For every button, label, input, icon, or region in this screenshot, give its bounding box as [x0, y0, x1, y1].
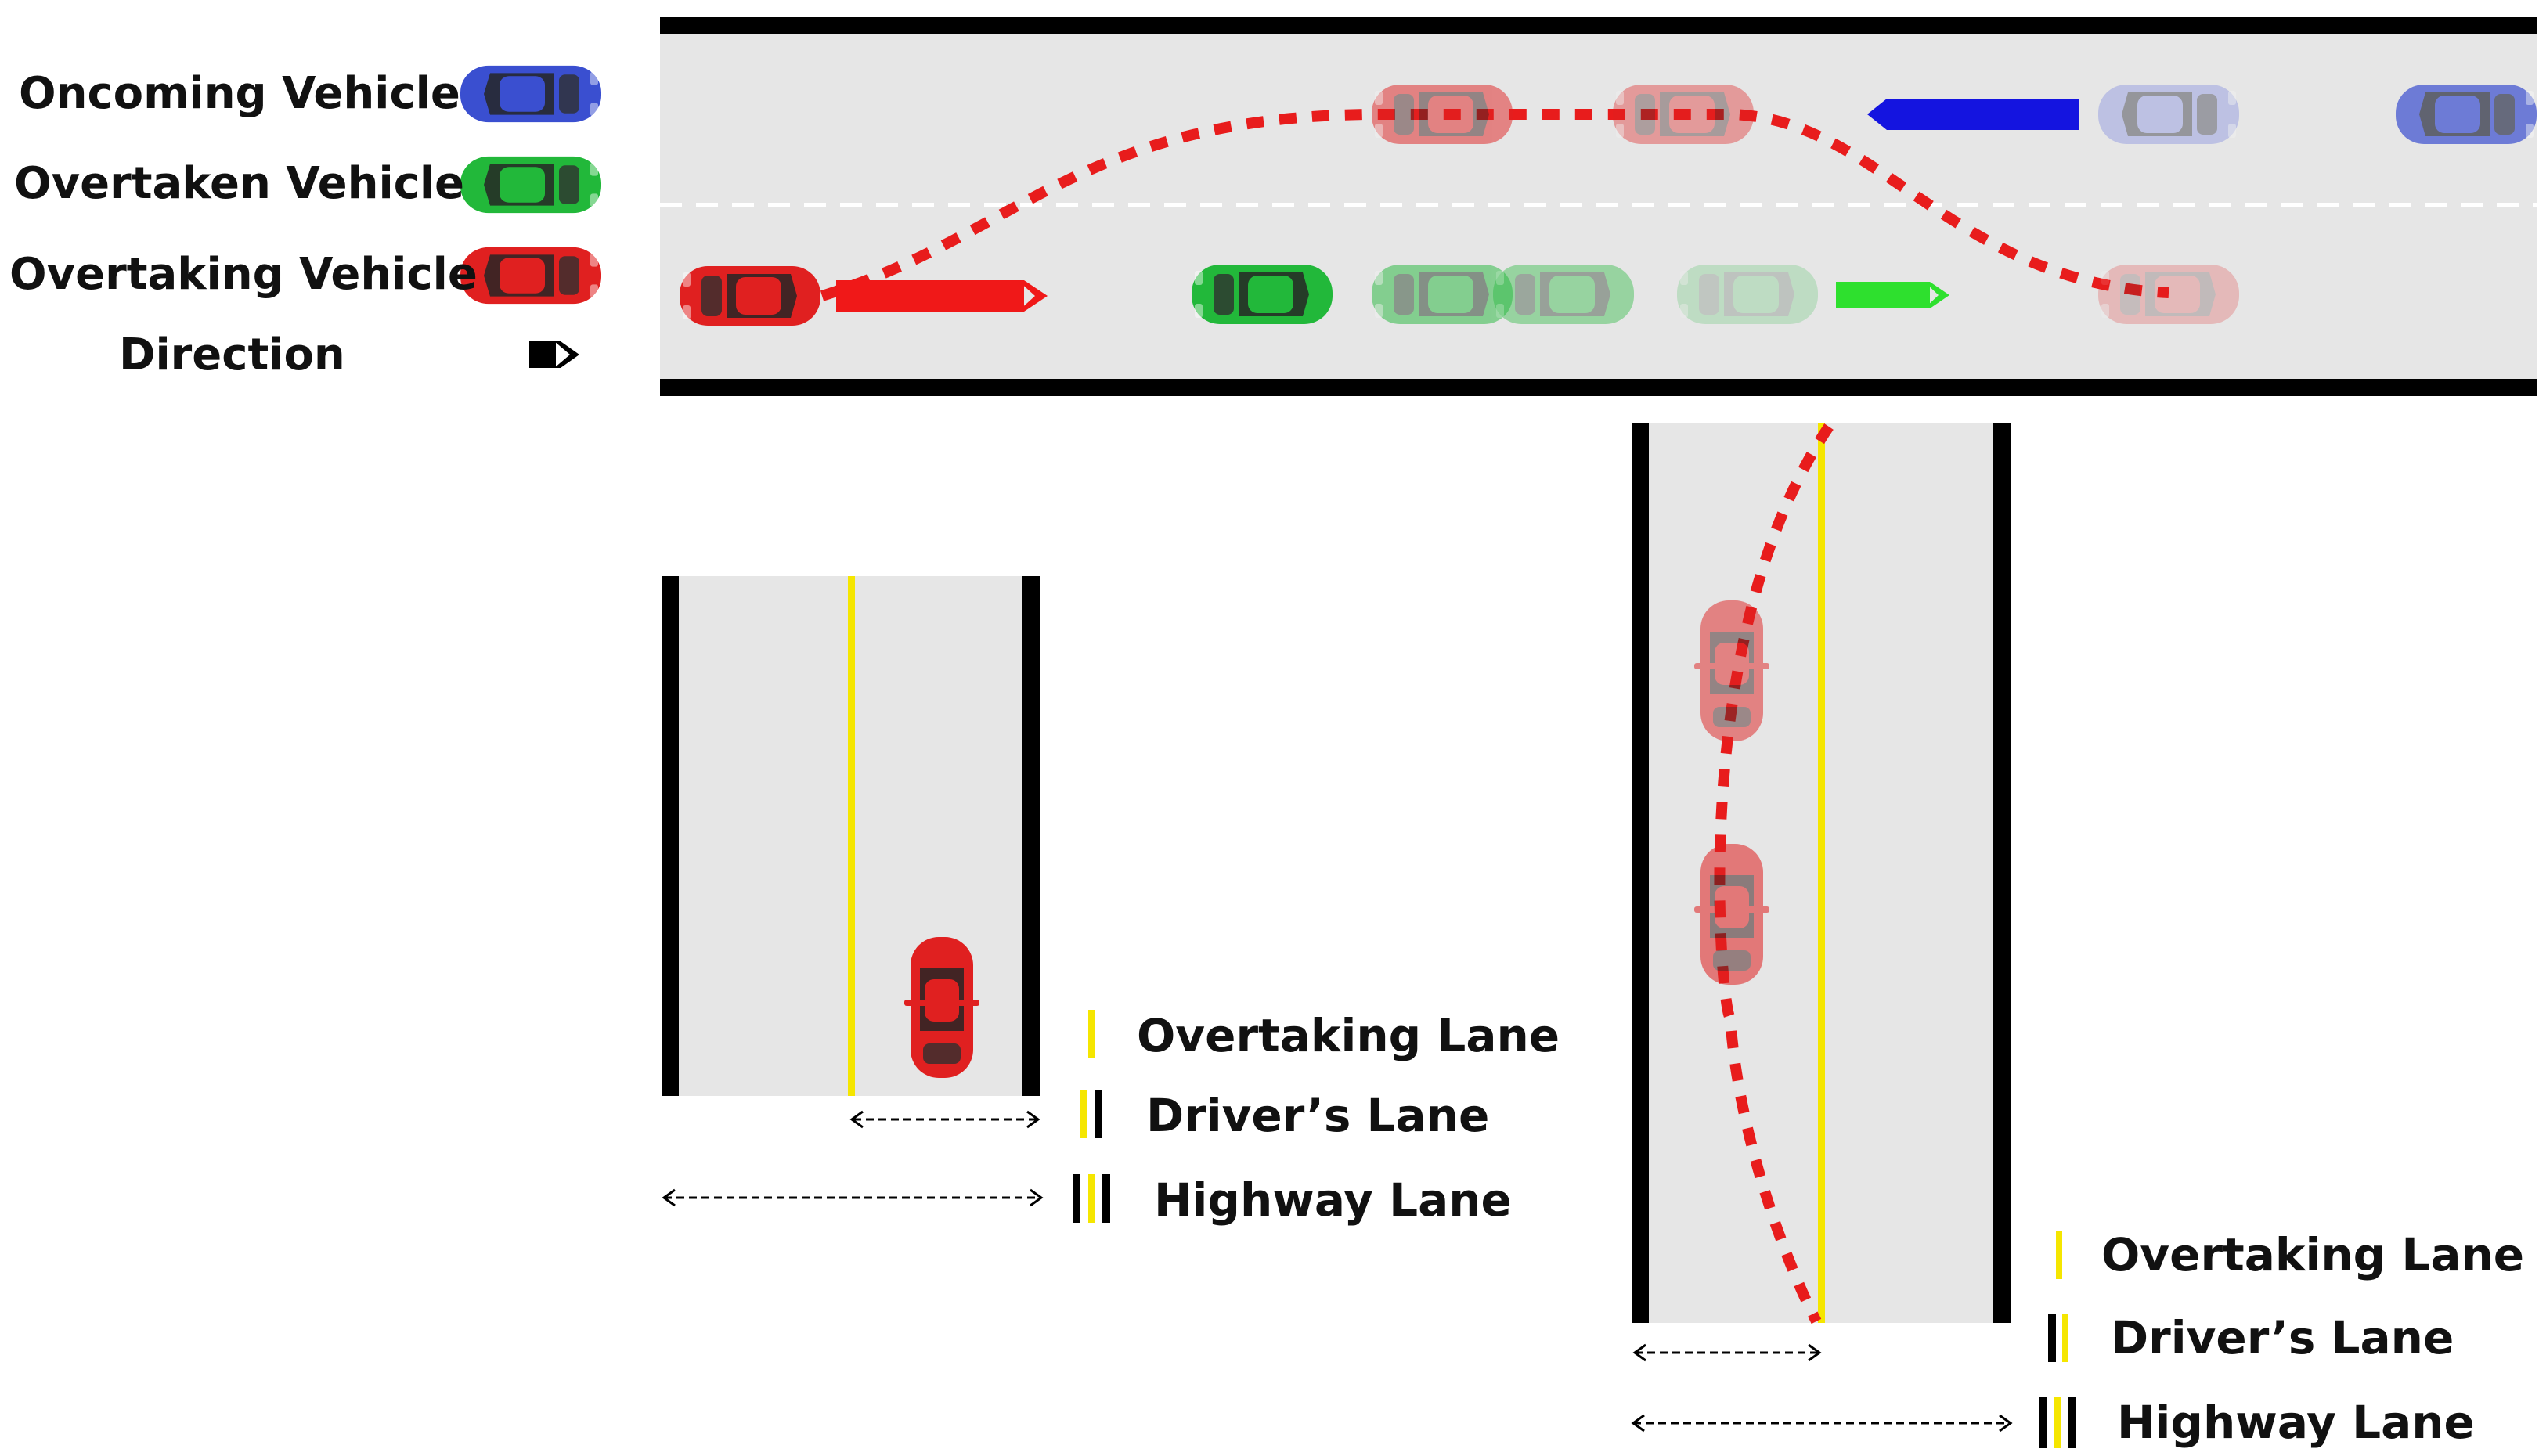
overtaking-trajectory-vertical	[1714, 423, 1834, 1324]
key-a-highway-lane-icon	[1073, 1174, 1110, 1223]
vertical-overtaking-vehicle-ghost-2	[1694, 844, 1769, 985]
overtaken-vehicle-ghost-1	[1372, 265, 1513, 324]
two-lane-drivers-width	[1632, 1343, 1822, 1362]
single-lane-road-edge-left	[662, 576, 679, 1096]
overtaken-direction-arrow-icon	[1836, 282, 1949, 308]
single-lane-drivers-width	[849, 1110, 1040, 1129]
legend-blue-car-icon	[460, 65, 601, 123]
overtaking-direction-arrow-icon	[836, 280, 1048, 312]
key-a-overtaking-lane-icon	[1088, 1010, 1095, 1058]
oncoming-vehicle	[2396, 85, 2537, 144]
two-lane-center-line	[1818, 423, 1825, 1323]
overtaking-vehicle-ghost-2	[1613, 85, 1754, 144]
key-b-drivers-lane-icon	[2048, 1314, 2068, 1362]
legend-green-car-icon	[460, 156, 601, 214]
overtaking-vehicle	[680, 266, 820, 326]
single-lane-road	[662, 576, 1040, 1096]
key-b-overtaking-lane-icon	[2056, 1231, 2062, 1279]
legend-oncoming-label: Oncoming Vehicle	[19, 68, 460, 119]
legend-overtaking-label: Overtaking Vehicle	[9, 249, 478, 300]
legend-direction-label: Direction	[119, 330, 345, 380]
key-b-highway-lane-icon	[2039, 1397, 2076, 1448]
overtaken-vehicle-ghost-3	[1677, 265, 1818, 324]
two-lane-road	[1632, 423, 2011, 1323]
key-b-drivers-lane-label: Driver’s Lane	[2111, 1311, 2454, 1364]
two-lane-road-edge-left	[1632, 423, 1649, 1323]
top-road-edge-lower	[660, 379, 2537, 396]
oncoming-vehicle-ghost	[2098, 85, 2239, 144]
vertical-overtaking-vehicle-ghost-1	[1694, 600, 1769, 741]
legend-direction-arrow-icon	[529, 341, 579, 368]
key-b-highway-lane-label: Highway Lane	[2117, 1396, 2475, 1449]
single-lane-overtaking-vehicle	[904, 937, 979, 1078]
overtaking-vehicle-ghost-1	[1372, 85, 1513, 144]
overtaken-vehicle-ghost-2	[1493, 265, 1634, 324]
key-a-drivers-lane-label: Driver’s Lane	[1146, 1089, 1490, 1142]
single-lane-highway-width	[662, 1188, 1044, 1207]
two-lane-highway-width	[1631, 1414, 2013, 1433]
key-a-overtaking-lane-label: Overtaking Lane	[1137, 1009, 1560, 1062]
legend-red-car-icon	[460, 247, 601, 305]
legend-overtaken-label: Overtaken Vehicle	[14, 158, 465, 209]
oncoming-direction-arrow-icon	[1867, 99, 2079, 130]
key-b-overtaking-lane-label: Overtaking Lane	[2101, 1228, 2525, 1281]
overtaken-vehicle	[1192, 265, 1333, 324]
two-lane-road-edge-right	[1993, 423, 2011, 1323]
top-road	[660, 17, 2537, 396]
key-a-highway-lane-label: Highway Lane	[1154, 1173, 1512, 1227]
single-lane-center-line	[848, 576, 855, 1096]
key-a-drivers-lane-icon	[1080, 1090, 1102, 1138]
overtaking-trajectory-top	[820, 109, 2169, 301]
top-road-edge-upper	[660, 17, 2537, 34]
single-lane-road-edge-right	[1022, 576, 1040, 1096]
overtaking-vehicle-ghost-end	[2098, 265, 2239, 324]
